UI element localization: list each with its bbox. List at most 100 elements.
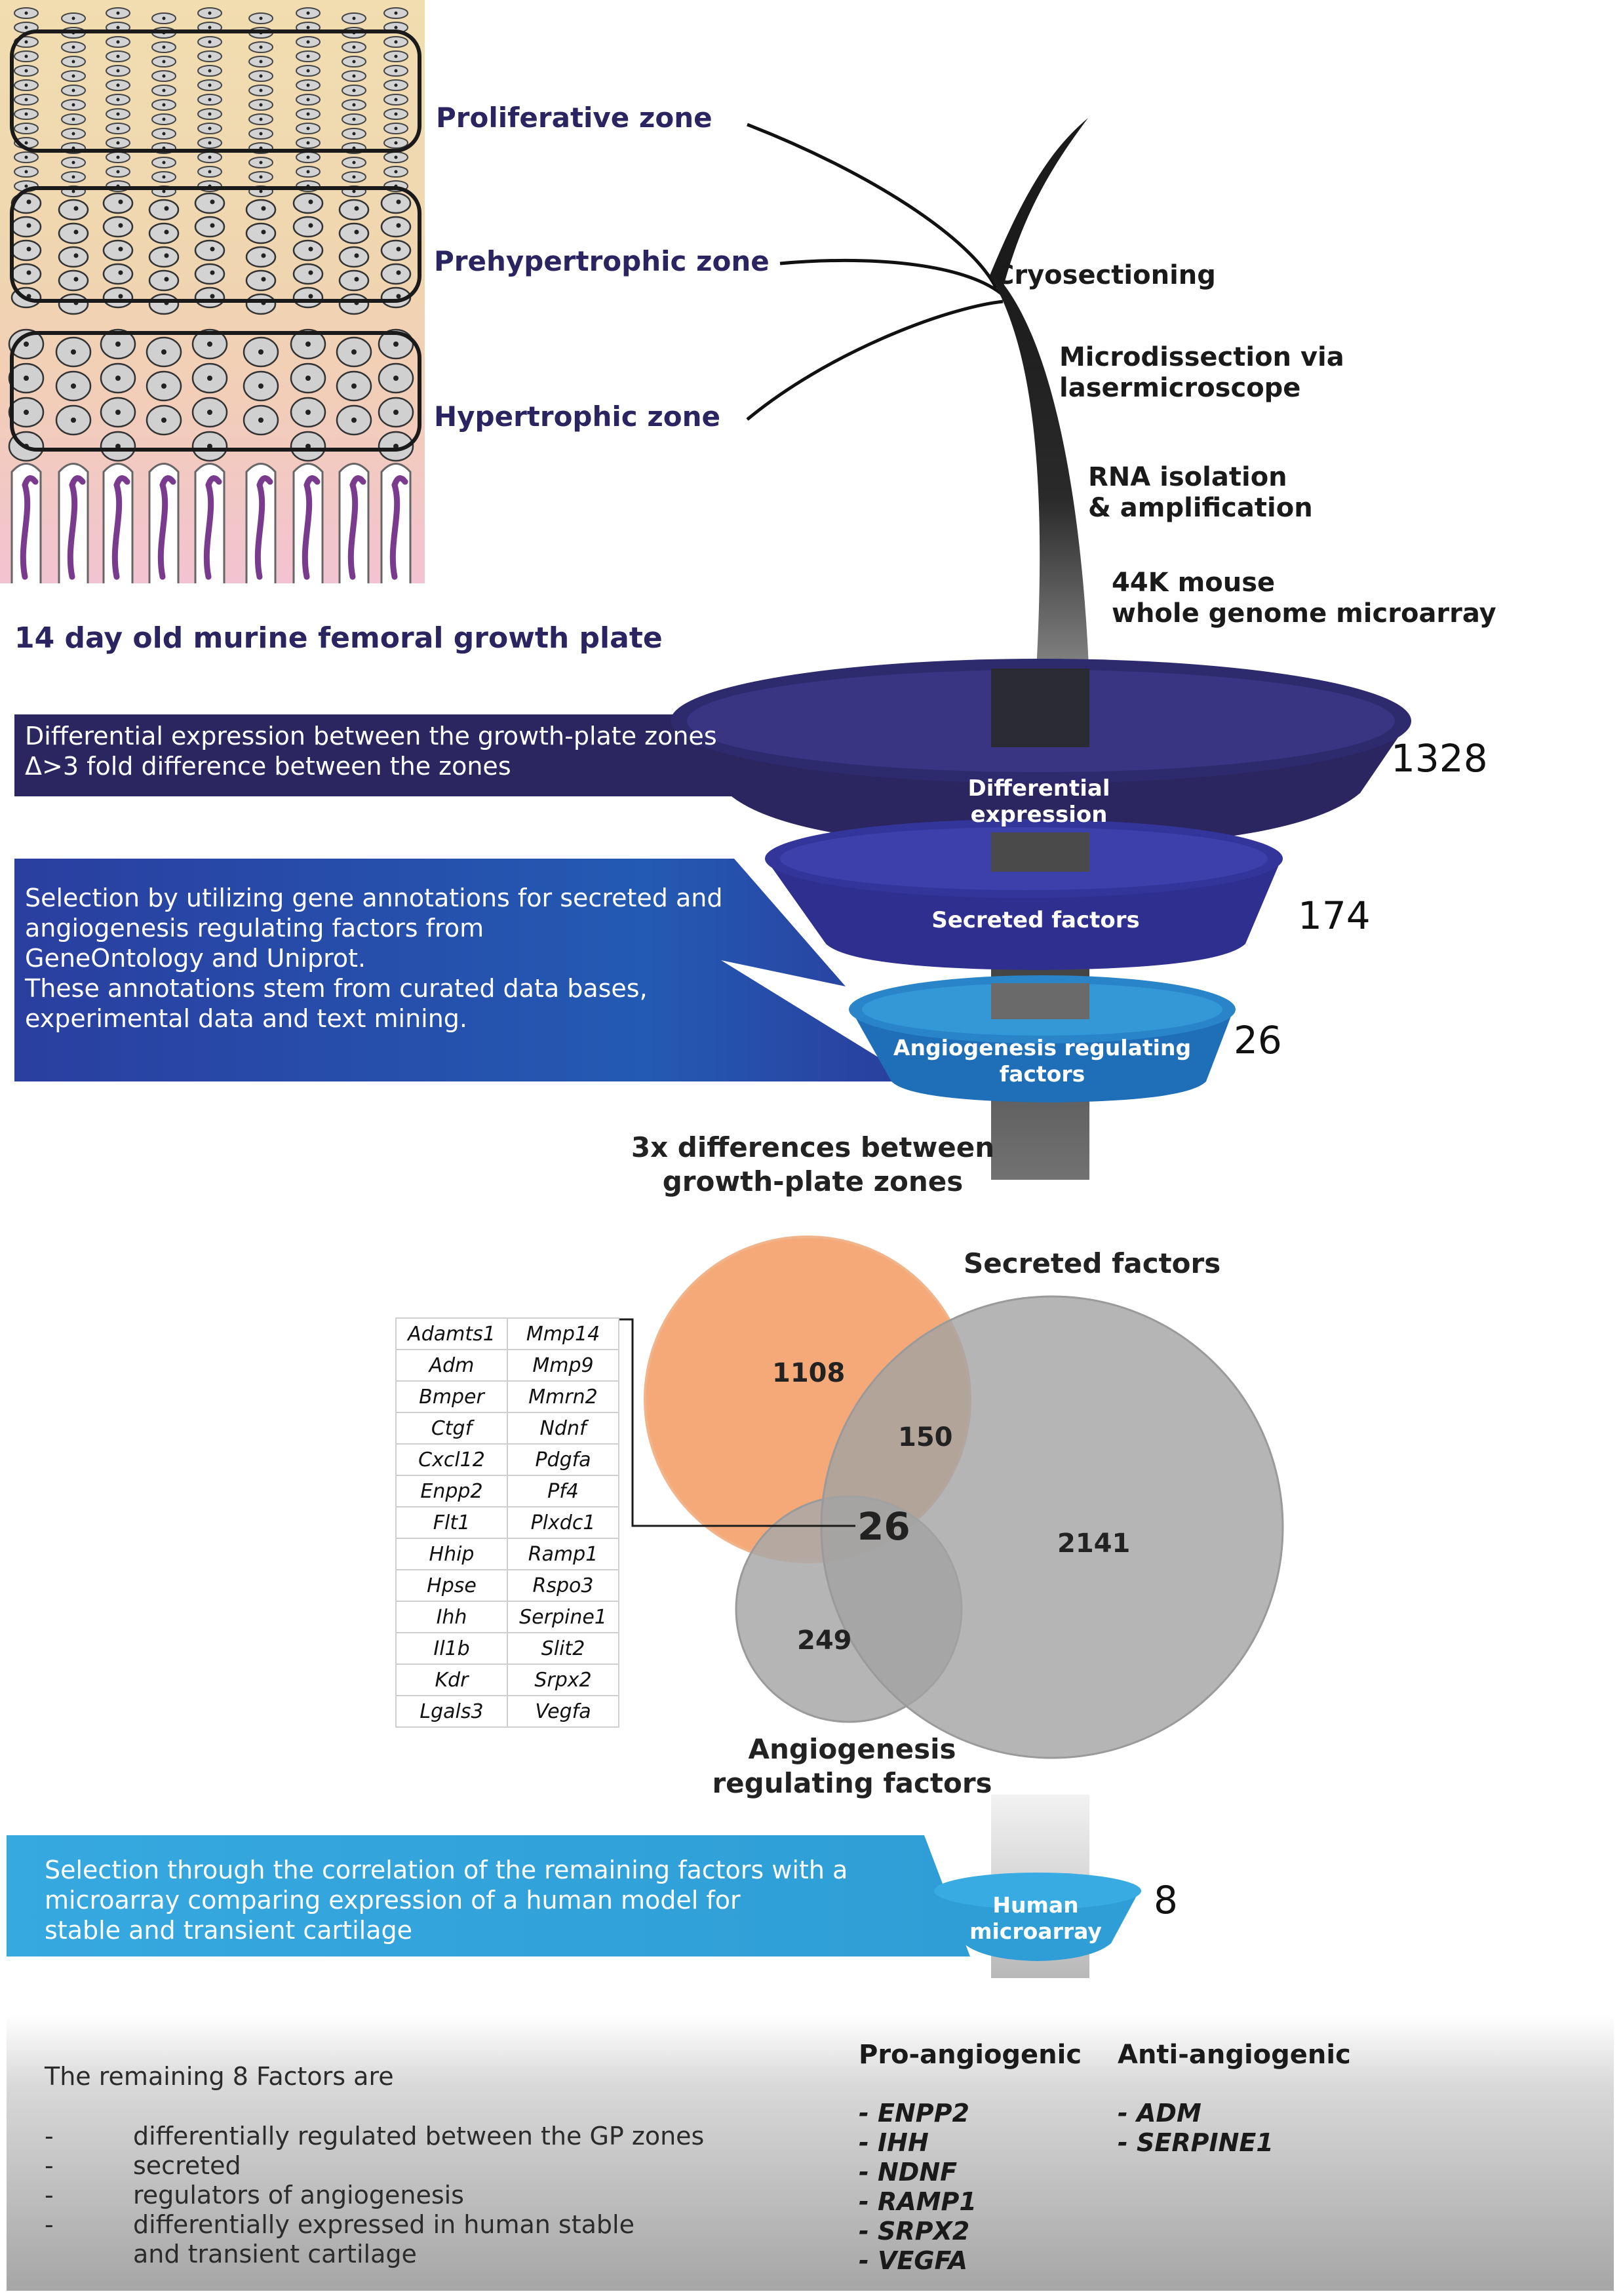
selection-band bbox=[14, 859, 918, 1081]
selection-band-line-1: Selection by utilizing gene annotations … bbox=[25, 884, 723, 912]
gene-cell: Mmp14 bbox=[507, 1317, 619, 1350]
gene-cell: Ctgf bbox=[395, 1412, 508, 1445]
gene-cell: Lgals3 bbox=[395, 1695, 508, 1728]
pro-angiogenic-item: - SRPX2 bbox=[859, 2217, 970, 2246]
funnel-angiogenesis-label-line-1: Angiogenesis regulating bbox=[893, 1035, 1192, 1060]
human-band-line-2: microarray comparing expression of a hum… bbox=[45, 1886, 741, 1915]
human-band-text: Selection through the correlation of the… bbox=[45, 1855, 848, 1945]
venn-title-angiogenesis: Angiogenesis regulating factors bbox=[688, 1732, 1016, 1800]
hypertrophic-zone-frame bbox=[10, 331, 421, 452]
pro-angiogenic-item: - IHH bbox=[859, 2128, 929, 2157]
remaining-title: The remaining 8 Factors are bbox=[45, 2062, 394, 2091]
gene-cell: Serpine1 bbox=[507, 1601, 619, 1633]
remaining-bullet: - bbox=[45, 2122, 54, 2150]
venn-circle-secreted bbox=[820, 1295, 1284, 1759]
funnel-differential-label: Differential expression bbox=[967, 775, 1110, 828]
summary-panel bbox=[7, 2015, 1614, 2291]
venn-title-angiogenesis-line-2: regulating factors bbox=[712, 1767, 992, 1799]
gene-cell: Ndnf bbox=[507, 1412, 619, 1445]
gene-cell: Pdgfa bbox=[507, 1443, 619, 1476]
venn-count-all-three: 26 bbox=[857, 1504, 910, 1549]
step-rna-line-2: & amplification bbox=[1088, 493, 1313, 523]
hypertrophic-pointer bbox=[746, 300, 1004, 421]
remaining-item: regulators of angiogenesis bbox=[133, 2181, 464, 2209]
gene-cell: Il1b bbox=[395, 1632, 508, 1665]
venn-title-secreted: Secreted factors bbox=[964, 1247, 1221, 1279]
gene-cell: Bmper bbox=[395, 1380, 508, 1413]
venn-title-angiogenesis-line-1: Angiogenesis bbox=[748, 1733, 956, 1765]
pro-angiogenic-item: - RAMP1 bbox=[859, 2187, 977, 2216]
selection-band-line-2: angiogenesis regulating factors from bbox=[25, 914, 484, 943]
step-microdissection-line-1: Microdissection via bbox=[1059, 342, 1344, 372]
venn-count-diff-secreted: 150 bbox=[898, 1422, 953, 1452]
pro-angiogenic-title: Pro-angiogenic bbox=[859, 2040, 1082, 2070]
human-band bbox=[7, 1835, 970, 1956]
remaining-bullet: - bbox=[45, 2151, 54, 2180]
differential-band-text: Differential expression between the grow… bbox=[25, 721, 717, 781]
step-microarray: 44K mouse whole genome microarray bbox=[1112, 568, 1496, 629]
selection-band-text: Selection by utilizing gene annotations … bbox=[25, 883, 722, 1034]
process-stem-branch bbox=[990, 118, 1088, 288]
remaining-item: differentially regulated between the GP … bbox=[133, 2122, 705, 2150]
zone-label-prehypertrophic: Prehypertrophic zone bbox=[434, 245, 770, 277]
specimen-caption: 14 day old murine femoral growth plate bbox=[14, 621, 663, 655]
anti-angiogenic-title: Anti-angiogenic bbox=[1118, 2040, 1351, 2070]
funnel-human-label: Human microarray bbox=[954, 1892, 1118, 1945]
gene-cell: Rspo3 bbox=[507, 1569, 619, 1602]
venn-diagram bbox=[616, 1236, 1284, 1759]
step-microdissection: Microdissection via lasermicroscope bbox=[1059, 342, 1344, 404]
funnel-secreted bbox=[765, 819, 1283, 970]
selection-band-line-4: These annotations stem from curated data… bbox=[25, 974, 648, 1003]
differential-band-line-2: Δ>3 fold difference between the zones bbox=[25, 752, 511, 781]
funnel-angiogenesis-label-line-2: factors bbox=[999, 1061, 1085, 1087]
funnel-secreted-count: 174 bbox=[1298, 893, 1371, 938]
prehypertrophic-pointer bbox=[779, 258, 1004, 296]
gene-cell: Enpp2 bbox=[395, 1475, 508, 1508]
funnel-angiogenesis-count: 26 bbox=[1234, 1018, 1282, 1062]
step-rna-line-1: RNA isolation bbox=[1088, 462, 1287, 492]
selection-band-line-3: GeneOntology and Uniprot. bbox=[25, 944, 366, 973]
pro-angiogenic-item: - VEGFA bbox=[859, 2246, 968, 2275]
growth-plate-illustration bbox=[0, 0, 425, 583]
gene-cell: Ramp1 bbox=[507, 1538, 619, 1570]
prehypertrophic-zone-frame bbox=[10, 186, 421, 303]
remaining-item: and transient cartilage bbox=[133, 2240, 417, 2268]
gene-table-connector bbox=[616, 1318, 855, 1527]
funnel-human-label-line-1: Human bbox=[992, 1892, 1079, 1918]
remaining-bullet: - bbox=[45, 2210, 54, 2239]
gene-cell: Vegfa bbox=[507, 1695, 619, 1728]
gene-cell: Flt1 bbox=[395, 1506, 508, 1539]
gene-cell: Mmrn2 bbox=[507, 1380, 619, 1413]
venn-count-secreted-only: 2141 bbox=[1057, 1528, 1131, 1559]
venn-count-angio-only: 249 bbox=[797, 1625, 852, 1656]
remaining-list: - differentially regulated between the GP… bbox=[45, 2122, 704, 2269]
proliferative-zone-frame bbox=[10, 29, 421, 153]
funnel-angiogenesis bbox=[849, 975, 1236, 1102]
venn-title-differential-line-2: growth-plate zones bbox=[662, 1165, 964, 1197]
selection-band-line-5: experimental data and text mining. bbox=[25, 1004, 468, 1033]
gene-cell: Hhip bbox=[395, 1538, 508, 1570]
venn-count-diff-only: 1108 bbox=[772, 1358, 846, 1388]
venn-title-differential-line-1: 3x differences between bbox=[631, 1131, 995, 1163]
remaining-item: differentially expressed in human stable bbox=[133, 2210, 635, 2239]
funnel-human-count: 8 bbox=[1154, 1878, 1178, 1922]
step-rna-isolation: RNA isolation & amplification bbox=[1088, 462, 1313, 524]
step-array-line-2: whole genome microarray bbox=[1112, 598, 1496, 629]
gene-cell: Srpx2 bbox=[507, 1664, 619, 1696]
differential-band bbox=[14, 714, 800, 796]
funnel-human-label-line-2: microarray bbox=[969, 1918, 1102, 1944]
pro-angiogenic-item: - NDNF bbox=[859, 2158, 958, 2187]
gene-cell: Pf4 bbox=[507, 1475, 619, 1508]
